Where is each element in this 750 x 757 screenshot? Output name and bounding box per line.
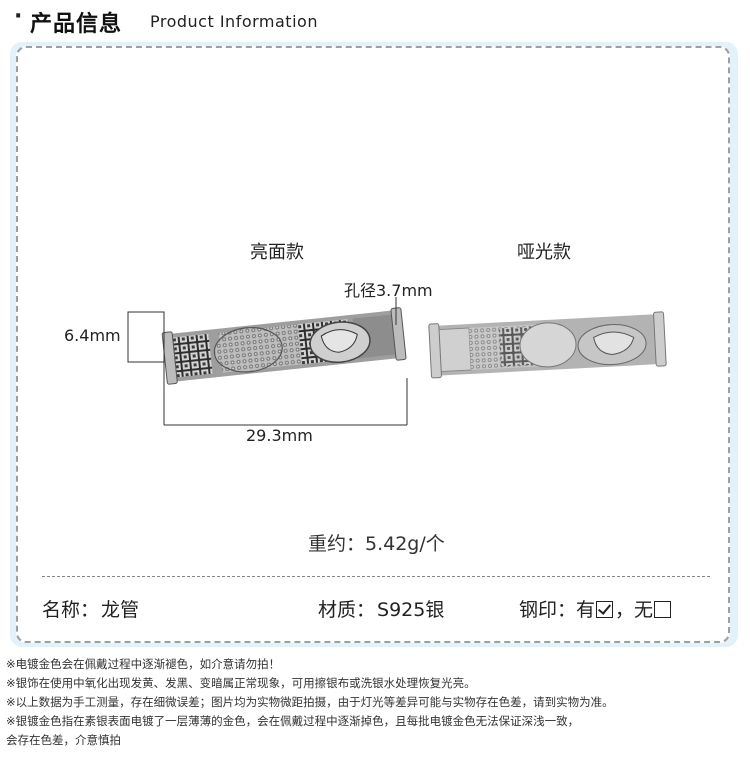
spec-stamp-label: 钢印：: [519, 599, 577, 621]
dimension-lines: [127, 297, 408, 426]
stamp-yes-checkbox-icon: [596, 601, 614, 618]
height-dimension-label: 6.4mm: [64, 326, 121, 345]
header-title-en: Product Information: [150, 12, 318, 31]
header-title-cn: 产品信息: [30, 12, 123, 37]
spec-material-label: 材质：: [318, 599, 376, 621]
section-header: · 产品信息 Product Information: [0, 0, 750, 42]
note-line: 会存在色差，介意慎拍: [6, 733, 121, 747]
spec-stamp: 钢印：有 ，无: [519, 595, 673, 622]
stamp-no-checkbox-icon: [654, 601, 672, 618]
spec-name-label: 名称：: [42, 599, 100, 621]
glossy-variant-label: 亮面款: [250, 242, 304, 263]
notes-footer: ※电镀金色会在佩戴过程中逐渐褪色，如介意请勿拍！ ※银饰在使用中氧化出现发黄、发…: [6, 655, 746, 750]
length-dimension-label: 29.3mm: [246, 426, 313, 445]
stamp-no-label: 无: [634, 599, 654, 621]
spec-material: 材质：S925银: [318, 595, 444, 622]
matte-tube: [428, 311, 667, 379]
note-line: ※电镀金色会在佩戴过程中逐渐褪色，如介意请勿拍！: [6, 657, 281, 671]
hole-diameter-label: 孔径3.7mm: [344, 281, 433, 300]
dashed-divider: [42, 576, 710, 577]
note-line: ※以上数据为手工测量，存在细微误差；图片均为实物微距拍摄，由于灯光等差异可能与实…: [6, 695, 614, 709]
note-line: ※银饰在使用中氧化出现发黄、发黑、变暗属正常现象，可用擦银布或洗银水处理恢复光亮…: [6, 676, 476, 690]
spec-name: 名称：龙管: [42, 595, 139, 622]
weight-text: 重约：5.42g/个: [308, 533, 445, 555]
spec-material-value: S925银: [377, 599, 445, 621]
stamp-yes-label: 有: [576, 599, 596, 621]
header-bullet: ·: [14, 4, 23, 29]
stamp-separator: ，: [615, 599, 635, 621]
note-line: ※银镀金色指在素银表面电镀了一层薄薄的金色，会在佩戴过程中逐渐掉色，且每批电镀金…: [6, 714, 580, 728]
glossy-tube: [161, 307, 407, 385]
spec-name-value: 龙管: [101, 599, 140, 621]
matte-variant-label: 哑光款: [517, 242, 571, 263]
